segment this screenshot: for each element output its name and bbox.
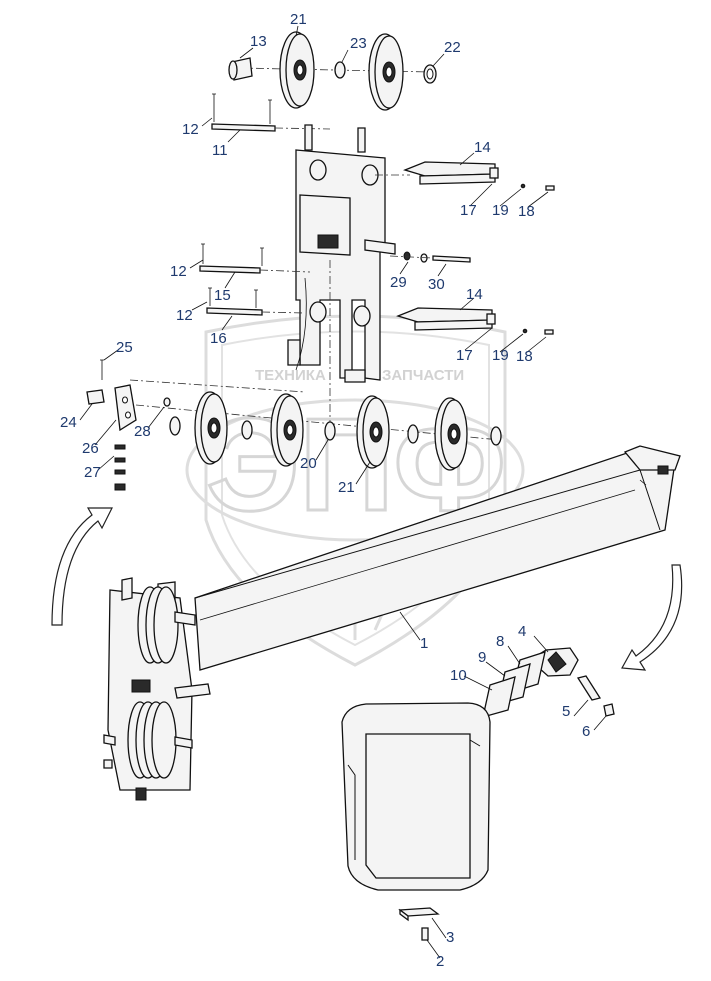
watermark-right-word: ЗАПЧАСТИ	[382, 367, 464, 384]
sheave-21-mid-2	[270, 393, 304, 467]
callout-21: 21	[290, 11, 307, 28]
callout-17: 17	[456, 347, 473, 364]
boom-section-1	[194, 445, 681, 671]
callout-6: 6	[582, 723, 590, 740]
callout-8: 8	[496, 633, 504, 650]
nut-6	[603, 703, 615, 717]
callout-25: 25	[116, 339, 133, 356]
callout-1: 1	[420, 635, 428, 652]
watermark-left-word: ТЕХНИКА	[255, 367, 326, 384]
callout-19: 19	[492, 347, 509, 364]
callout-2: 2	[436, 953, 444, 970]
sheave-21-top-right	[368, 33, 404, 111]
screw-2	[421, 927, 429, 941]
callout-18: 18	[516, 348, 533, 365]
callout-20: 20	[300, 455, 317, 472]
pin-16	[206, 287, 306, 316]
callout-14: 14	[466, 286, 483, 303]
callout-labels: 21 13 23 22 12 11 14 17 19 18 12 15 29 3…	[60, 11, 590, 970]
callout-23: 23	[350, 35, 367, 52]
boom-cover	[341, 702, 491, 941]
upper-frame	[287, 124, 396, 425]
callout-30: 30	[428, 276, 445, 293]
callout-21: 21	[338, 479, 355, 496]
bolt-5	[576, 675, 602, 701]
callout-12: 12	[182, 121, 199, 138]
callout-12: 12	[170, 263, 187, 280]
middle-sheaves-group	[169, 391, 502, 471]
sheave-21-mid-1	[194, 391, 228, 465]
head-sheaves-lower	[127, 701, 177, 779]
callout-12: 12	[176, 307, 193, 324]
callout-4: 4	[518, 623, 526, 640]
callout-14: 14	[474, 139, 491, 156]
bracket-26	[86, 359, 501, 491]
pin-30	[389, 251, 471, 263]
callout-15: 15	[214, 287, 231, 304]
ring-22	[423, 64, 437, 84]
callout-26: 26	[82, 440, 99, 457]
pin-15	[199, 243, 311, 274]
leader-lines	[79, 25, 607, 959]
sheave-21-mid-4	[434, 397, 468, 471]
callout-17: 17	[460, 202, 477, 219]
callout-16: 16	[210, 330, 227, 347]
callout-10: 10	[450, 667, 467, 684]
assembly-arrow-left	[51, 507, 113, 626]
plate-3	[398, 907, 440, 922]
callout-24: 24	[60, 414, 77, 431]
spacer-23	[334, 61, 346, 79]
callout-22: 22	[444, 39, 461, 56]
cylinder-14-upper	[375, 161, 555, 191]
callout-13: 13	[250, 33, 267, 50]
callout-5: 5	[562, 703, 570, 720]
top-sheaves-group	[228, 31, 437, 111]
bushing-13	[228, 57, 253, 81]
pin-11	[211, 93, 331, 132]
callout-19: 19	[492, 202, 509, 219]
spring-27	[114, 444, 126, 491]
cylinder-14-lower	[396, 307, 554, 335]
assembly-arrow-right	[621, 564, 683, 671]
callout-11: 11	[212, 142, 228, 159]
callout-27: 27	[84, 464, 101, 481]
sheave-21-mid-3	[356, 395, 390, 469]
sheave-21-top-left	[279, 31, 315, 109]
boom-head-assembly	[103, 577, 211, 801]
callout-18: 18	[518, 203, 535, 220]
callout-9: 9	[478, 649, 486, 666]
callout-3: 3	[446, 929, 454, 946]
callout-29: 29	[390, 274, 407, 291]
head-sheaves-upper	[137, 586, 179, 664]
wear-pads	[482, 647, 615, 718]
callout-28: 28	[134, 423, 151, 440]
